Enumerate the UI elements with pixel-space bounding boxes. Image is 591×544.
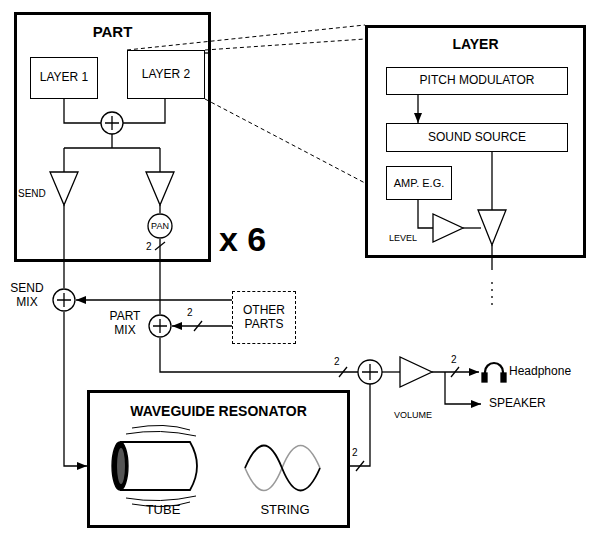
headphone-icon	[501, 373, 506, 382]
block-box: PART LAYER 1 LAYER 2 PAN	[14, 12, 211, 262]
node-label: LAYER 1	[40, 71, 88, 85]
amp-label: SEND	[17, 188, 47, 200]
node-label: PITCH MODULATOR	[420, 74, 535, 88]
plus-sign	[57, 293, 71, 307]
headphone-icon	[485, 363, 503, 379]
vca-triangle	[478, 210, 506, 245]
string-illustration	[245, 446, 320, 491]
circle-outline	[149, 315, 171, 337]
send-wire	[63, 205, 64, 288]
multiplier: x 6	[218, 220, 267, 259]
layer-wire	[64, 99, 101, 123]
node-label: SOUND SOURCE	[428, 131, 526, 145]
circle-node: SEND MIX	[52, 288, 76, 312]
pan-amp-triangle	[146, 172, 174, 205]
zoom-leader	[127, 25, 365, 50]
node-label: LAYER	[368, 36, 583, 52]
sum-circle	[358, 360, 382, 384]
headphone-icon	[482, 373, 487, 382]
sum-circle	[101, 112, 123, 134]
resonator-out-wire	[350, 384, 370, 466]
circle-node: PAN	[147, 213, 173, 239]
string-illustration	[245, 446, 320, 491]
node-label: AMP. E.G.	[394, 177, 445, 190]
node-label: LAYER 2	[142, 68, 190, 82]
node-label: SEND MIX	[6, 282, 48, 310]
block-box: OTHER PARTS	[232, 291, 296, 344]
volume-triangle	[400, 357, 432, 387]
block-box: AMP. E.G.	[386, 166, 452, 200]
output-label: SPEAKER	[488, 397, 547, 411]
block-box: WAVEGUIDE RESONATOR TUBE STRING	[87, 390, 350, 528]
tube-illustration	[117, 448, 125, 484]
tube-illustration	[120, 442, 197, 490]
block-box: PITCH MODULATOR	[386, 67, 568, 95]
source-wire	[491, 152, 492, 210]
tube-illustration	[112, 442, 128, 490]
headphone-wire	[432, 371, 479, 372]
figure-label: STRING	[255, 503, 315, 518]
wire	[382, 371, 400, 372]
split-wire	[64, 134, 160, 172]
tube-illustration	[126, 425, 196, 506]
signal-wire	[64, 312, 87, 466]
level-triangle	[433, 214, 463, 242]
signal-wire	[159, 239, 160, 314]
plus-sign	[153, 319, 167, 333]
block-box: LAYER 1	[30, 57, 98, 99]
bus-width: 2	[333, 356, 341, 368]
node-label: PART	[17, 23, 208, 40]
circle-outline	[148, 214, 172, 238]
block-box: SOUND SOURCE	[386, 123, 568, 152]
send-amp-triangle	[50, 172, 78, 205]
continuation-dots	[491, 282, 492, 308]
circle-outline	[148, 314, 172, 338]
signal-wire	[417, 95, 418, 123]
speaker-wire	[445, 372, 481, 404]
node-label: OTHER PARTS	[233, 304, 295, 332]
wire	[159, 205, 160, 213]
signal-wire	[76, 299, 232, 300]
zoom-leader	[205, 39, 365, 50]
amp-label: VOLUME	[393, 410, 433, 420]
bus-width: 2	[145, 241, 153, 253]
output-label: Headphone	[508, 365, 572, 379]
bus-width: 2	[351, 447, 359, 459]
node-label: WAVEGUIDE RESONATOR	[90, 403, 347, 419]
figure-label: TUBE	[133, 503, 193, 518]
block-box: LAYER PITCH MODULATOR SOUND SOURCE AMP. E.G…	[365, 25, 586, 258]
eg-wire	[418, 200, 433, 228]
wire	[463, 227, 481, 228]
bus-width: 2	[186, 307, 194, 319]
block-box: LAYER 2	[127, 50, 205, 99]
plus-sign	[105, 116, 119, 130]
node-label: PART MIX	[106, 310, 144, 338]
amp-label: LEVEL	[388, 233, 418, 243]
node-label: PAN	[151, 221, 169, 231]
bus-width: 2	[450, 354, 458, 366]
zoom-leader	[205, 99, 365, 183]
circle-node: PART MIX	[148, 314, 172, 338]
circle-outline	[52, 288, 76, 312]
signal-wire	[172, 325, 232, 326]
layer-wire	[123, 99, 165, 123]
circle-outline	[53, 289, 75, 311]
plus-sign	[362, 364, 378, 380]
